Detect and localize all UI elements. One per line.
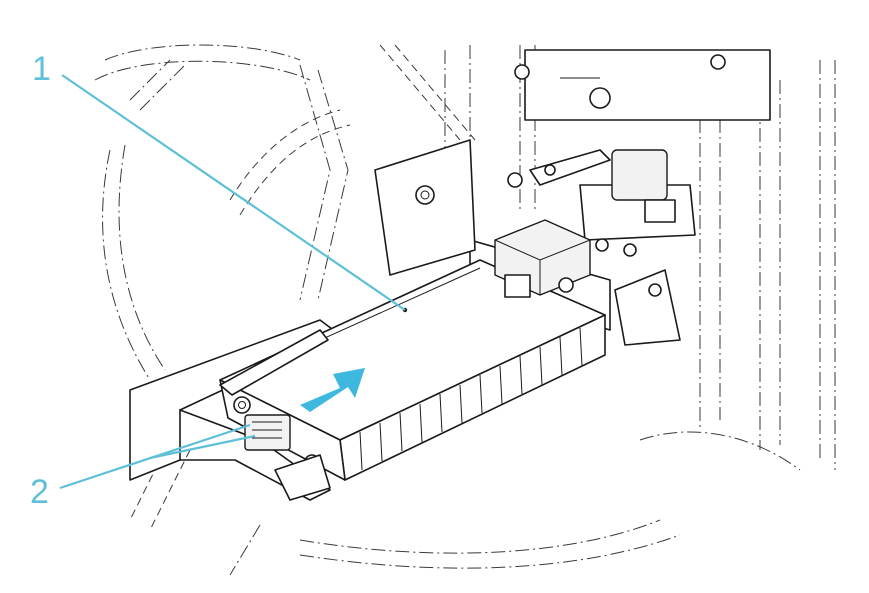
clamp-fastener [219, 329, 331, 501]
callout-number-2: 2 [30, 473, 49, 511]
upper-mounting-plate [514, 49, 771, 121]
battery-ribs [359, 327, 583, 471]
direction-arrow-icon [300, 368, 365, 412]
callout-number-1: 1 [32, 50, 51, 88]
relay-assembly [507, 149, 696, 257]
control-module [494, 219, 591, 298]
callout-leaders [59, 74, 406, 490]
callout-1-leader [61, 74, 406, 311]
rear-bracket [374, 139, 476, 276]
callout-2-leader-secondary [149, 434, 256, 460]
